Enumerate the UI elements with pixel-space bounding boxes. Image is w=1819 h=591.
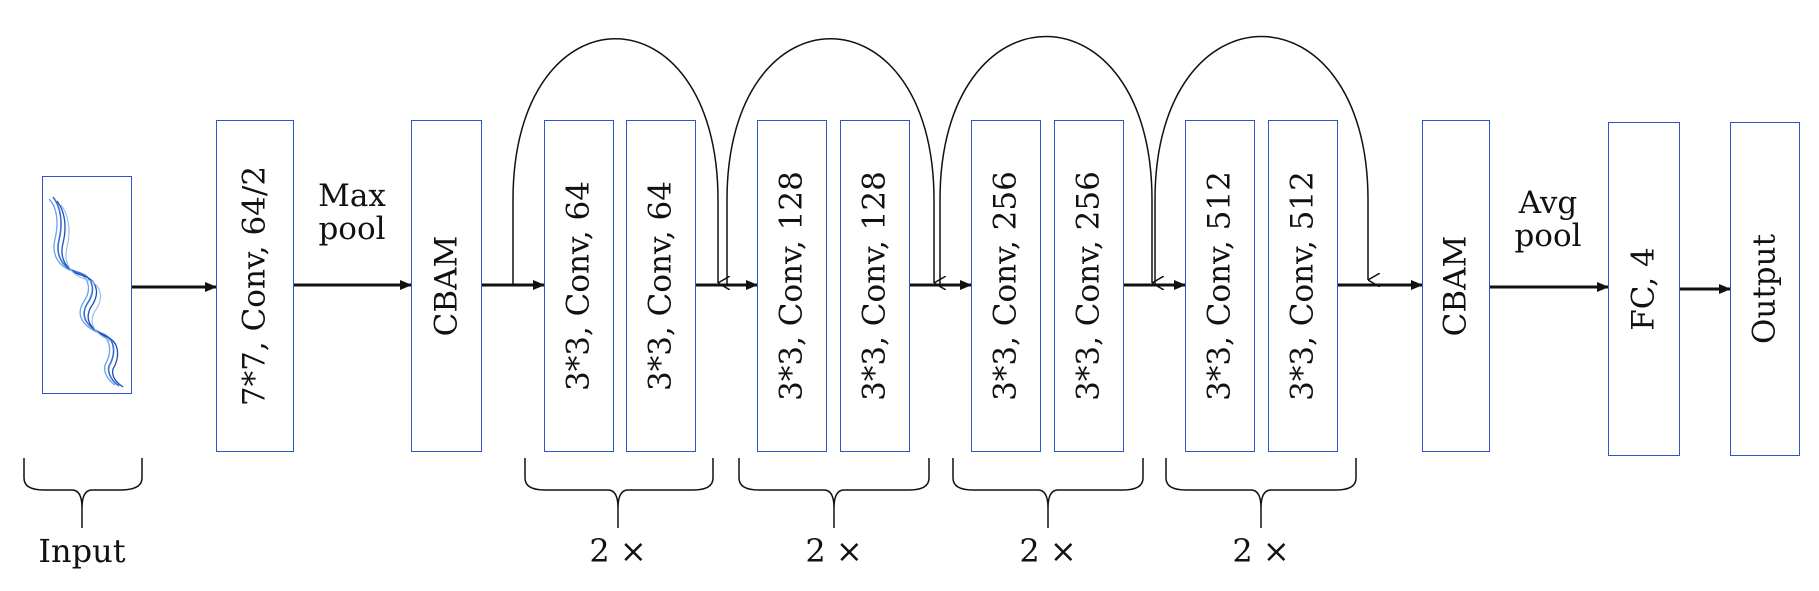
skip-connection-stage2 [726, 38, 934, 285]
curve-thumbnail-icon [48, 196, 124, 388]
stage4-conv-b-label: 3*3, Conv, 512 [1284, 171, 1321, 401]
output-block: Output [1730, 122, 1800, 456]
stage2-conv-a: 3*3, Conv, 128 [757, 120, 827, 452]
stage3-conv-a: 3*3, Conv, 256 [971, 120, 1041, 452]
stage2-conv-b-label: 3*3, Conv, 128 [856, 171, 893, 401]
stage4-conv-a: 3*3, Conv, 512 [1185, 120, 1255, 452]
output-label: Output [1746, 233, 1783, 345]
stage2-conv-a-label: 3*3, Conv, 128 [773, 171, 810, 401]
avg-pool-label: Avg pool [1514, 185, 1582, 255]
input-image [42, 176, 132, 394]
stage3-conv-b: 3*3, Conv, 256 [1054, 120, 1124, 452]
cbam-1-label: CBAM [428, 235, 464, 337]
stage2-conv-b: 3*3, Conv, 128 [840, 120, 910, 452]
skip-connection-stage3 [939, 35, 1152, 286]
brace-input [23, 458, 143, 528]
skip-connection-stage1 [512, 38, 718, 285]
stage1-repeat: 2 × [589, 532, 647, 570]
max-pool-label: Max pool [318, 178, 386, 248]
stage1-conv-b-label: 3*3, Conv, 64 [642, 181, 679, 391]
brace-stage4 [1165, 458, 1357, 528]
stage1-conv-b: 3*3, Conv, 64 [626, 120, 696, 452]
stage3-conv-b-label: 3*3, Conv, 256 [1070, 171, 1107, 401]
stage4-conv-b: 3*3, Conv, 512 [1268, 120, 1338, 452]
skip-connection-stage4 [1154, 35, 1368, 286]
cbam-2-label: CBAM [1437, 235, 1474, 337]
fc-block: FC, 4 [1608, 122, 1680, 456]
conv-7x7-block: 7*7, Conv, 64/2 [216, 120, 294, 452]
stage1-conv-a: 3*3, Conv, 64 [544, 120, 614, 452]
brace-stage1 [524, 458, 714, 528]
brace-stage2 [738, 458, 930, 528]
stage1-conv-a-label: 3*3, Conv, 64 [560, 181, 597, 391]
brace-stage3 [952, 458, 1144, 528]
input-caption: Input [38, 532, 126, 570]
cbam-block-1: CBAM [411, 120, 482, 452]
stage4-conv-a-label: 3*3, Conv, 512 [1201, 171, 1238, 401]
stage3-conv-a-label: 3*3, Conv, 256 [987, 171, 1024, 401]
conv-7x7-label: 7*7, Conv, 64/2 [236, 165, 273, 407]
cbam-block-2: CBAM [1422, 120, 1490, 452]
stage3-repeat: 2 × [1019, 532, 1077, 570]
fc-label: FC, 4 [1625, 247, 1662, 331]
stage2-repeat: 2 × [805, 532, 863, 570]
stage4-repeat: 2 × [1232, 532, 1290, 570]
